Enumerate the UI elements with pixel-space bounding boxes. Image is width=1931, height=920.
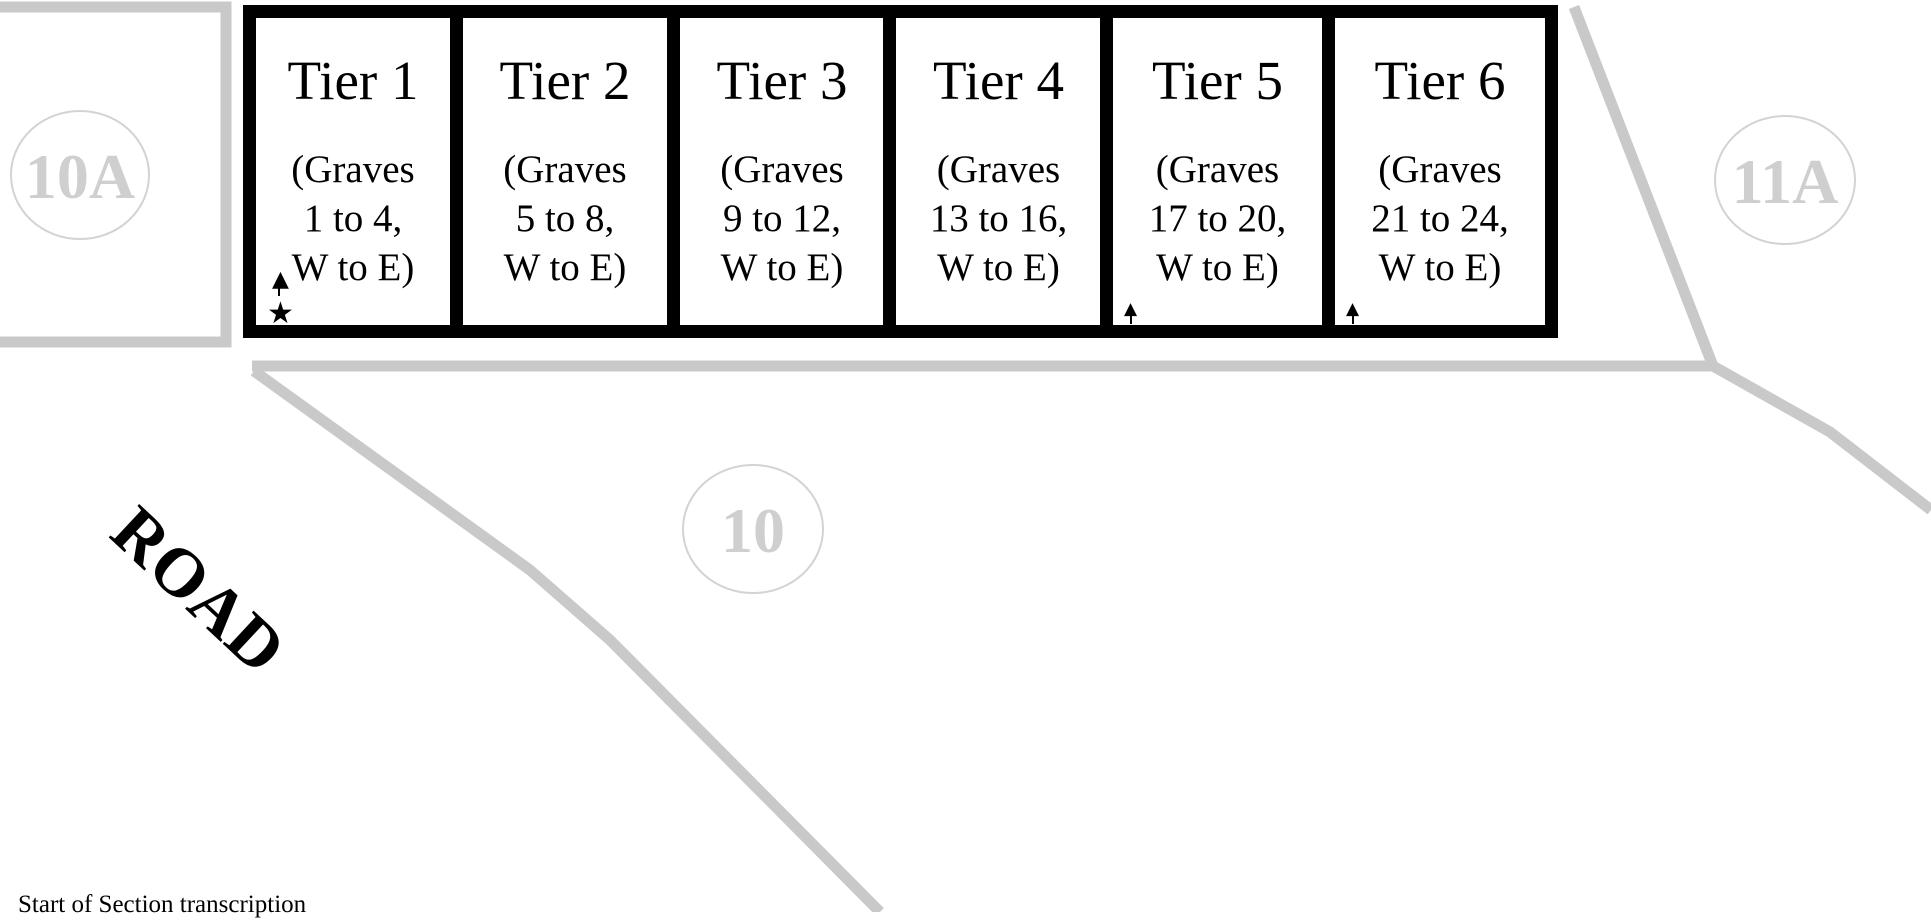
- tier-5-box: Tier 5 (Graves 17 to 20, W to E): [1100, 5, 1335, 338]
- road-edge-line: [250, 366, 884, 912]
- tier-title: Tier 5: [1152, 50, 1283, 111]
- arrow-stem: [1130, 314, 1132, 324]
- arrow-up-icon: ▲: [1346, 299, 1360, 319]
- tier-desc-line: 13 to 16,: [929, 197, 1068, 240]
- arrow-stem: [278, 284, 280, 296]
- tier-title: Tier 3: [716, 50, 848, 111]
- tier-grave-range: (Graves 9 to 12, W to E): [680, 145, 884, 292]
- tier-desc-line: 21 to 24,: [1371, 197, 1509, 240]
- tier-desc-line: (Graves: [1378, 148, 1502, 191]
- tier-desc-line: 1 to 4,: [303, 197, 403, 240]
- section-10-marker: 10: [682, 464, 824, 594]
- star-icon: ★: [267, 296, 294, 331]
- tier-desc-line: W to E): [1378, 246, 1502, 289]
- arrow-up-icon: ▲: [1124, 299, 1138, 319]
- tier-desc-line: 5 to 8,: [515, 197, 615, 240]
- tier-desc-line: W to E): [291, 246, 415, 289]
- tier-desc-line: (Graves: [936, 148, 1061, 191]
- section-10-ring: [682, 464, 824, 594]
- tier-desc-line: 17 to 20,: [1148, 197, 1287, 240]
- tier-title: Tier 2: [499, 50, 631, 111]
- tier-grave-range: (Graves 1 to 4, W to E): [256, 145, 450, 292]
- arrow-up-icon: ▲: [272, 267, 289, 292]
- tier-title: Tier 6: [1374, 50, 1506, 111]
- tier-desc-line: W to E): [720, 246, 844, 289]
- section-10a-label: 10A: [25, 141, 135, 212]
- section-10a-ring: [10, 110, 150, 240]
- tier-grave-range: (Graves 13 to 16, W to E): [896, 145, 1101, 292]
- section-11a-ring: [1714, 115, 1856, 245]
- section-10-label: 10: [721, 495, 785, 566]
- section-10a-boundary: [0, 1, 232, 348]
- tier-desc-line: (Graves: [720, 148, 844, 191]
- tier-grave-range: (Graves 17 to 20, W to E): [1113, 145, 1322, 292]
- tier-desc-line: 9 to 12,: [722, 197, 842, 240]
- section-11a-boundary: [1568, 5, 1931, 515]
- tier-4-box: Tier 4 (Graves 13 to 16, W to E): [883, 5, 1114, 338]
- tier-desc-line: W to E): [1156, 246, 1279, 289]
- tier-desc-line: (Graves: [291, 148, 415, 191]
- section-11a-label: 11A: [1732, 146, 1839, 217]
- arrow-stem: [1352, 314, 1354, 324]
- tier-title: Tier 1: [287, 50, 419, 111]
- tier-2-box: Tier 2 (Graves 5 to 8, W to E): [450, 5, 680, 338]
- tier-6-box: Tier 6 (Graves 21 to 24, W to E): [1322, 5, 1558, 338]
- tier-title: Tier 4: [933, 50, 1064, 111]
- tier-desc-line: W to E): [503, 246, 627, 289]
- tier-desc-line: (Graves: [1155, 148, 1280, 191]
- tier-grave-range: (Graves 5 to 8, W to E): [463, 145, 667, 292]
- tier-desc-line: W to E): [937, 246, 1060, 289]
- tier-desc-line: (Graves: [503, 148, 627, 191]
- section-10a-marker: 10A: [10, 110, 150, 240]
- footer-note: Start of Section transcription: [18, 891, 307, 918]
- section-11a-marker: 11A: [1714, 115, 1856, 245]
- tier-3-box: Tier 3 (Graves 9 to 12, W to E): [667, 5, 897, 338]
- tier-grave-range: (Graves 21 to 24, W to E): [1335, 145, 1545, 292]
